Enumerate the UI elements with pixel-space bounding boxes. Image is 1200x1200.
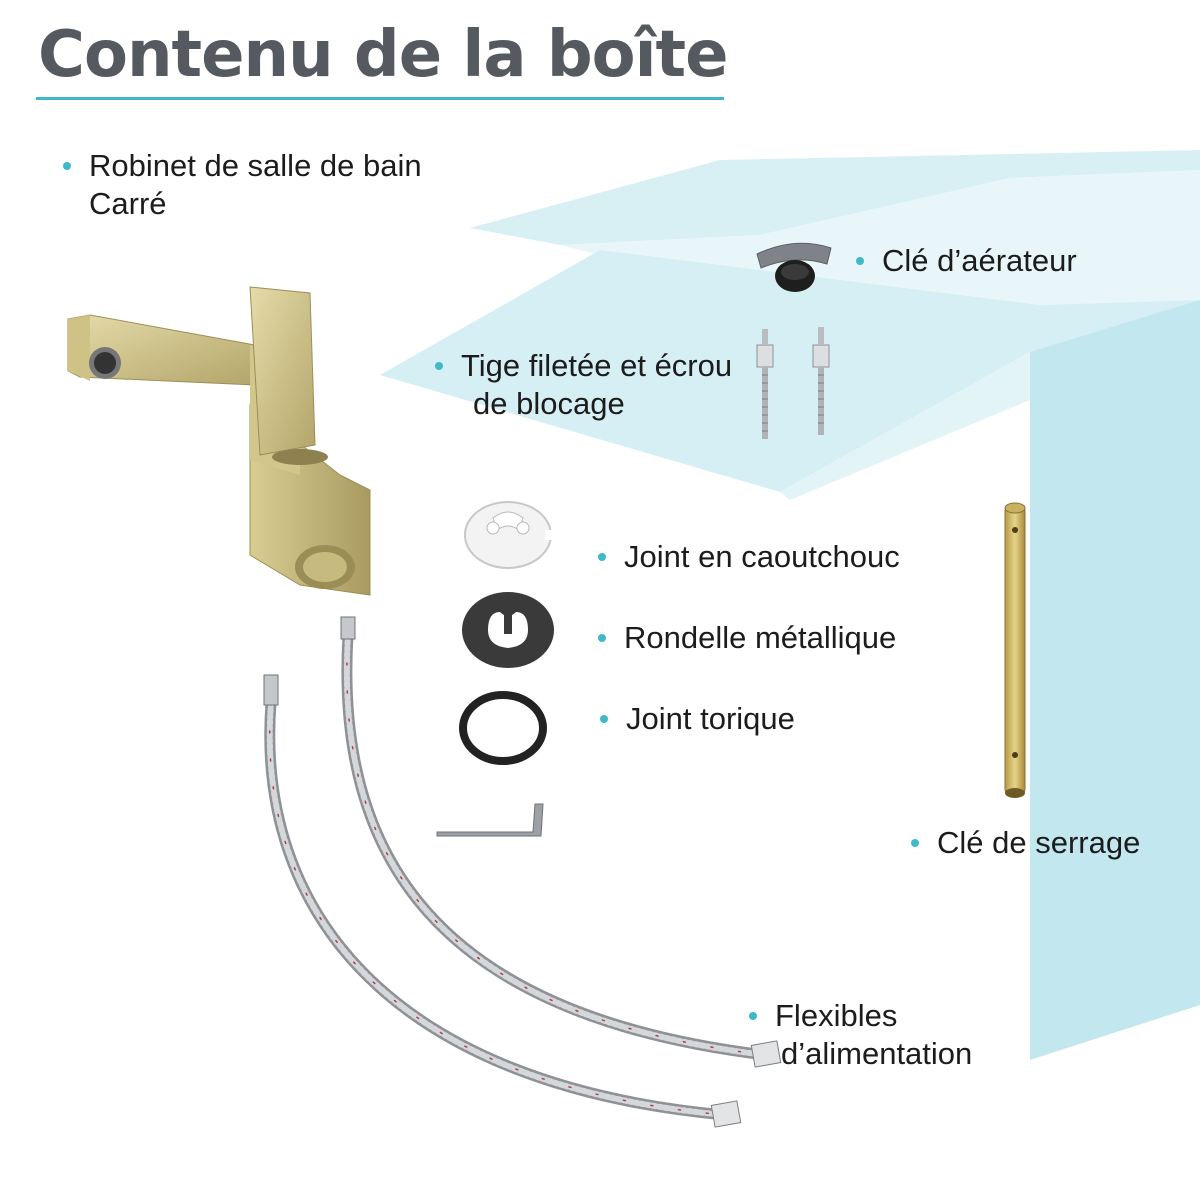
allen-key-icon bbox=[436, 803, 544, 837]
supply-hoses-icon bbox=[263, 616, 782, 1128]
title-underline bbox=[36, 97, 724, 100]
item-label-rubber-gasket: Joint en caoutchouc bbox=[598, 538, 900, 576]
page-title: Contenu de la boîte bbox=[38, 18, 729, 92]
bullet-dot bbox=[749, 1012, 757, 1020]
item-label-o-ring: Joint torique bbox=[600, 700, 795, 738]
metal-washer-icon bbox=[462, 592, 554, 668]
aerator-key-icon bbox=[756, 242, 832, 292]
threaded-rod-icon bbox=[756, 327, 830, 439]
bullet-dot bbox=[856, 257, 864, 265]
tube-wrench-icon bbox=[1004, 502, 1026, 798]
o-ring-icon bbox=[459, 691, 547, 765]
bullet-dot bbox=[911, 839, 919, 847]
item-label-supply-hoses: Flexibles d’alimentation bbox=[749, 997, 972, 1073]
bullet-dot bbox=[598, 634, 606, 642]
item-label-threaded-rod: Tige filetée et écrou de blocage bbox=[435, 347, 732, 423]
rubber-gasket-icon bbox=[464, 501, 553, 569]
faucet-icon bbox=[67, 286, 371, 596]
item-label-faucet: Robinet de salle de bain Carré bbox=[63, 147, 422, 223]
bullet-dot bbox=[600, 715, 608, 723]
bullet-dot bbox=[63, 162, 71, 170]
bullet-dot bbox=[435, 362, 443, 370]
bullet-dot bbox=[598, 553, 606, 561]
item-label-tube-wrench: Clé de serrage bbox=[911, 824, 1140, 862]
item-label-metal-washer: Rondelle métallique bbox=[598, 619, 896, 657]
item-label-aerator-key: Clé d’aérateur bbox=[856, 242, 1077, 280]
